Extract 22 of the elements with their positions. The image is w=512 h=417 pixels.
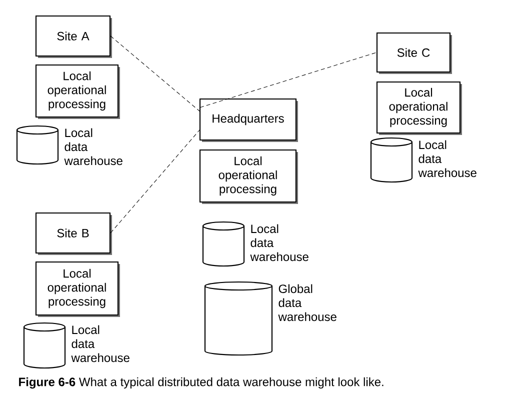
cylinder	[23, 322, 66, 369]
cylinder	[204, 281, 273, 356]
caption: Figure 6-6 What a typical distributed data warehouse might look like.	[19, 377, 384, 389]
cylinder	[202, 221, 245, 267]
process-box: Local operational processing	[35, 261, 120, 317]
dashed-line	[110, 36, 200, 112]
side-label: Local data warehouse	[64, 128, 122, 166]
process-box: Site B	[35, 212, 112, 255]
process-box: Site C	[376, 32, 452, 74]
cylinder	[370, 137, 413, 183]
cylinder	[16, 125, 59, 165]
process-box: Site A	[35, 15, 112, 58]
side-label: Local data warehouse	[418, 140, 476, 178]
side-label: Local data warehouse	[71, 325, 130, 362]
process-box: Local operational processing	[35, 64, 120, 119]
process-box: Local operational processing	[376, 81, 462, 135]
side-label: Local data warehouse	[250, 224, 308, 262]
process-box: Headquarters	[199, 98, 298, 142]
process-box: Local operational processing	[199, 149, 298, 204]
side-label: Global data warehouse	[278, 284, 336, 322]
dashed-line	[200, 52, 377, 108]
dashed-line	[110, 129, 200, 234]
